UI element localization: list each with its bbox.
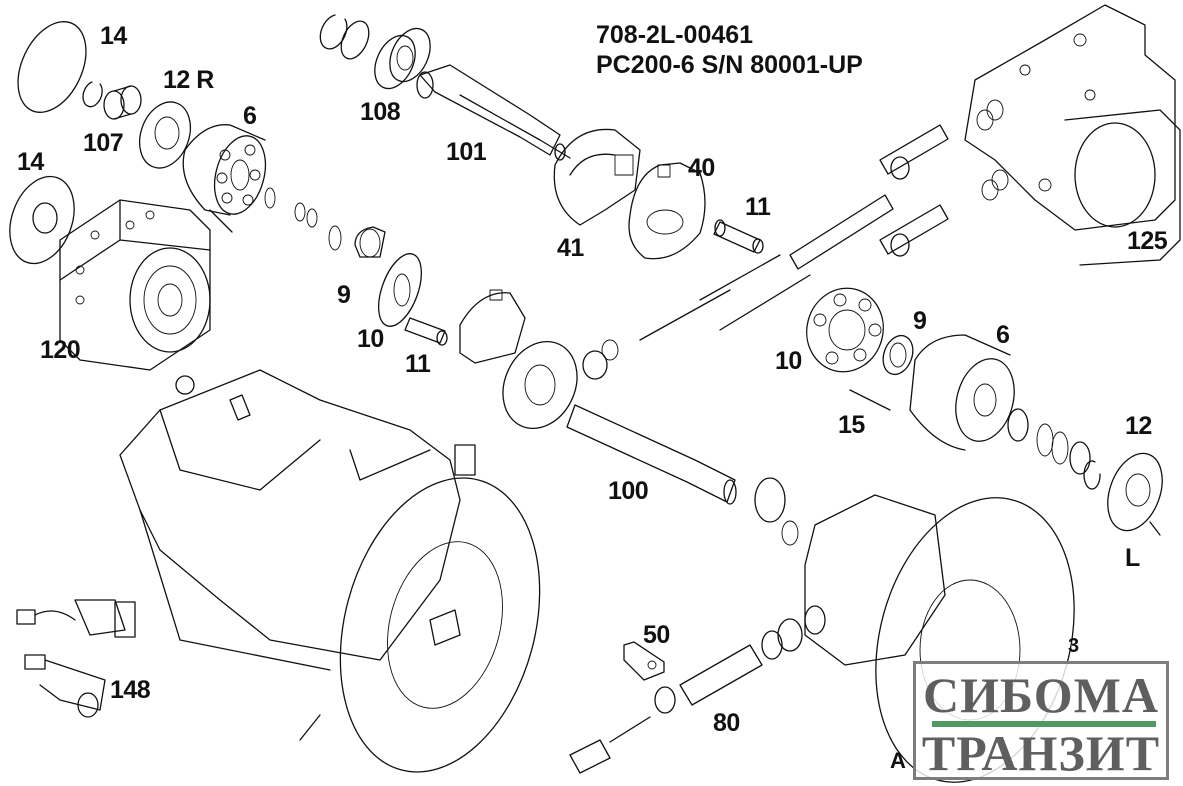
callout-12r: 12 R: [163, 66, 214, 94]
callout-9-left: 9: [337, 281, 351, 309]
callout-14-top: 14: [100, 22, 127, 50]
part-100-shaft: [566, 404, 737, 505]
callout-a: A: [890, 748, 906, 773]
callout-148: 148: [110, 676, 151, 704]
part-11-piston-top: [713, 219, 764, 254]
part-107-bearing: [103, 85, 142, 120]
callout-6-left: 6: [243, 102, 257, 130]
part-servo-housing: [459, 289, 526, 364]
part-control-spools: [582, 99, 1009, 380]
part-12-valve-plate-right: [1107, 452, 1163, 536]
callout-9-right: 9: [913, 307, 927, 335]
part-10-shoe-plate-right: [806, 287, 884, 373]
callout-100: 100: [608, 477, 649, 505]
part-41-swash-plate: [553, 128, 641, 226]
model-serial: PC200-6 S/N 80001-UP: [596, 51, 863, 79]
part-9-seal-left: [264, 187, 386, 258]
part-148-solenoid-valves: [16, 599, 136, 718]
callout-120: 120: [40, 336, 81, 364]
part-11-piston-mid: [404, 317, 448, 346]
part-number: 708-2L-00461: [596, 21, 754, 49]
part-6-cylinder-block-left: [182, 124, 267, 233]
watermark-accent-bar: [932, 721, 1156, 727]
part-spring-set: [1007, 408, 1101, 490]
watermark-logo: СИБОМА ТРАНЗИТ: [913, 661, 1169, 780]
callout-10-right: 10: [775, 347, 802, 375]
callout-101: 101: [446, 138, 487, 166]
callout-15: 15: [838, 411, 865, 439]
callout-50: 50: [643, 621, 670, 649]
part-14-o-ring-left: [9, 175, 75, 265]
part-40-cradle: [628, 162, 706, 260]
part-6-cylinder-block-right: [849, 334, 1015, 451]
callout-80: 80: [713, 709, 740, 737]
diagram-title: 708-2L-00461 PC200-6 S/N 80001-UP: [596, 20, 863, 80]
part-10-shoe-plate-left: [378, 253, 422, 327]
part-108-bearing: [374, 27, 431, 90]
callout-10-left: 10: [357, 325, 384, 353]
part-101-shaft: [416, 64, 571, 161]
callout-12: 12: [1125, 412, 1152, 440]
assembled-pump-flange: [299, 477, 541, 773]
part-9-seal-right: [882, 334, 914, 376]
callout-11-top: 11: [745, 193, 771, 221]
part-14-o-ring-top: [17, 21, 87, 113]
part-swash-plate-mid: [502, 340, 578, 430]
callout-3: 3: [1068, 635, 1079, 657]
part-12r-valve-plate: [138, 101, 192, 169]
part-50-bracket: [623, 641, 665, 681]
watermark-line1: СИБОМА: [923, 667, 1159, 723]
assembled-pump-main: [119, 369, 476, 671]
callout-14-left: 14: [17, 148, 44, 176]
callout-125: 125: [1127, 227, 1168, 255]
callout-l: L: [1125, 544, 1140, 572]
part-snap-ring: [82, 81, 103, 108]
callout-108: 108: [360, 98, 401, 126]
watermark-line2: ТРАНЗИТ: [921, 725, 1161, 781]
callout-40: 40: [688, 154, 715, 182]
callout-107: 107: [83, 129, 124, 157]
part-80-relief-valve: [569, 605, 826, 774]
callout-41: 41: [557, 234, 584, 262]
part-125-housing: [964, 4, 1181, 266]
part-108-retainer-rings: [319, 14, 370, 60]
callout-6-right: 6: [996, 321, 1010, 349]
part-120-pump-case: [59, 199, 211, 371]
callout-11-mid: 11: [405, 350, 431, 378]
